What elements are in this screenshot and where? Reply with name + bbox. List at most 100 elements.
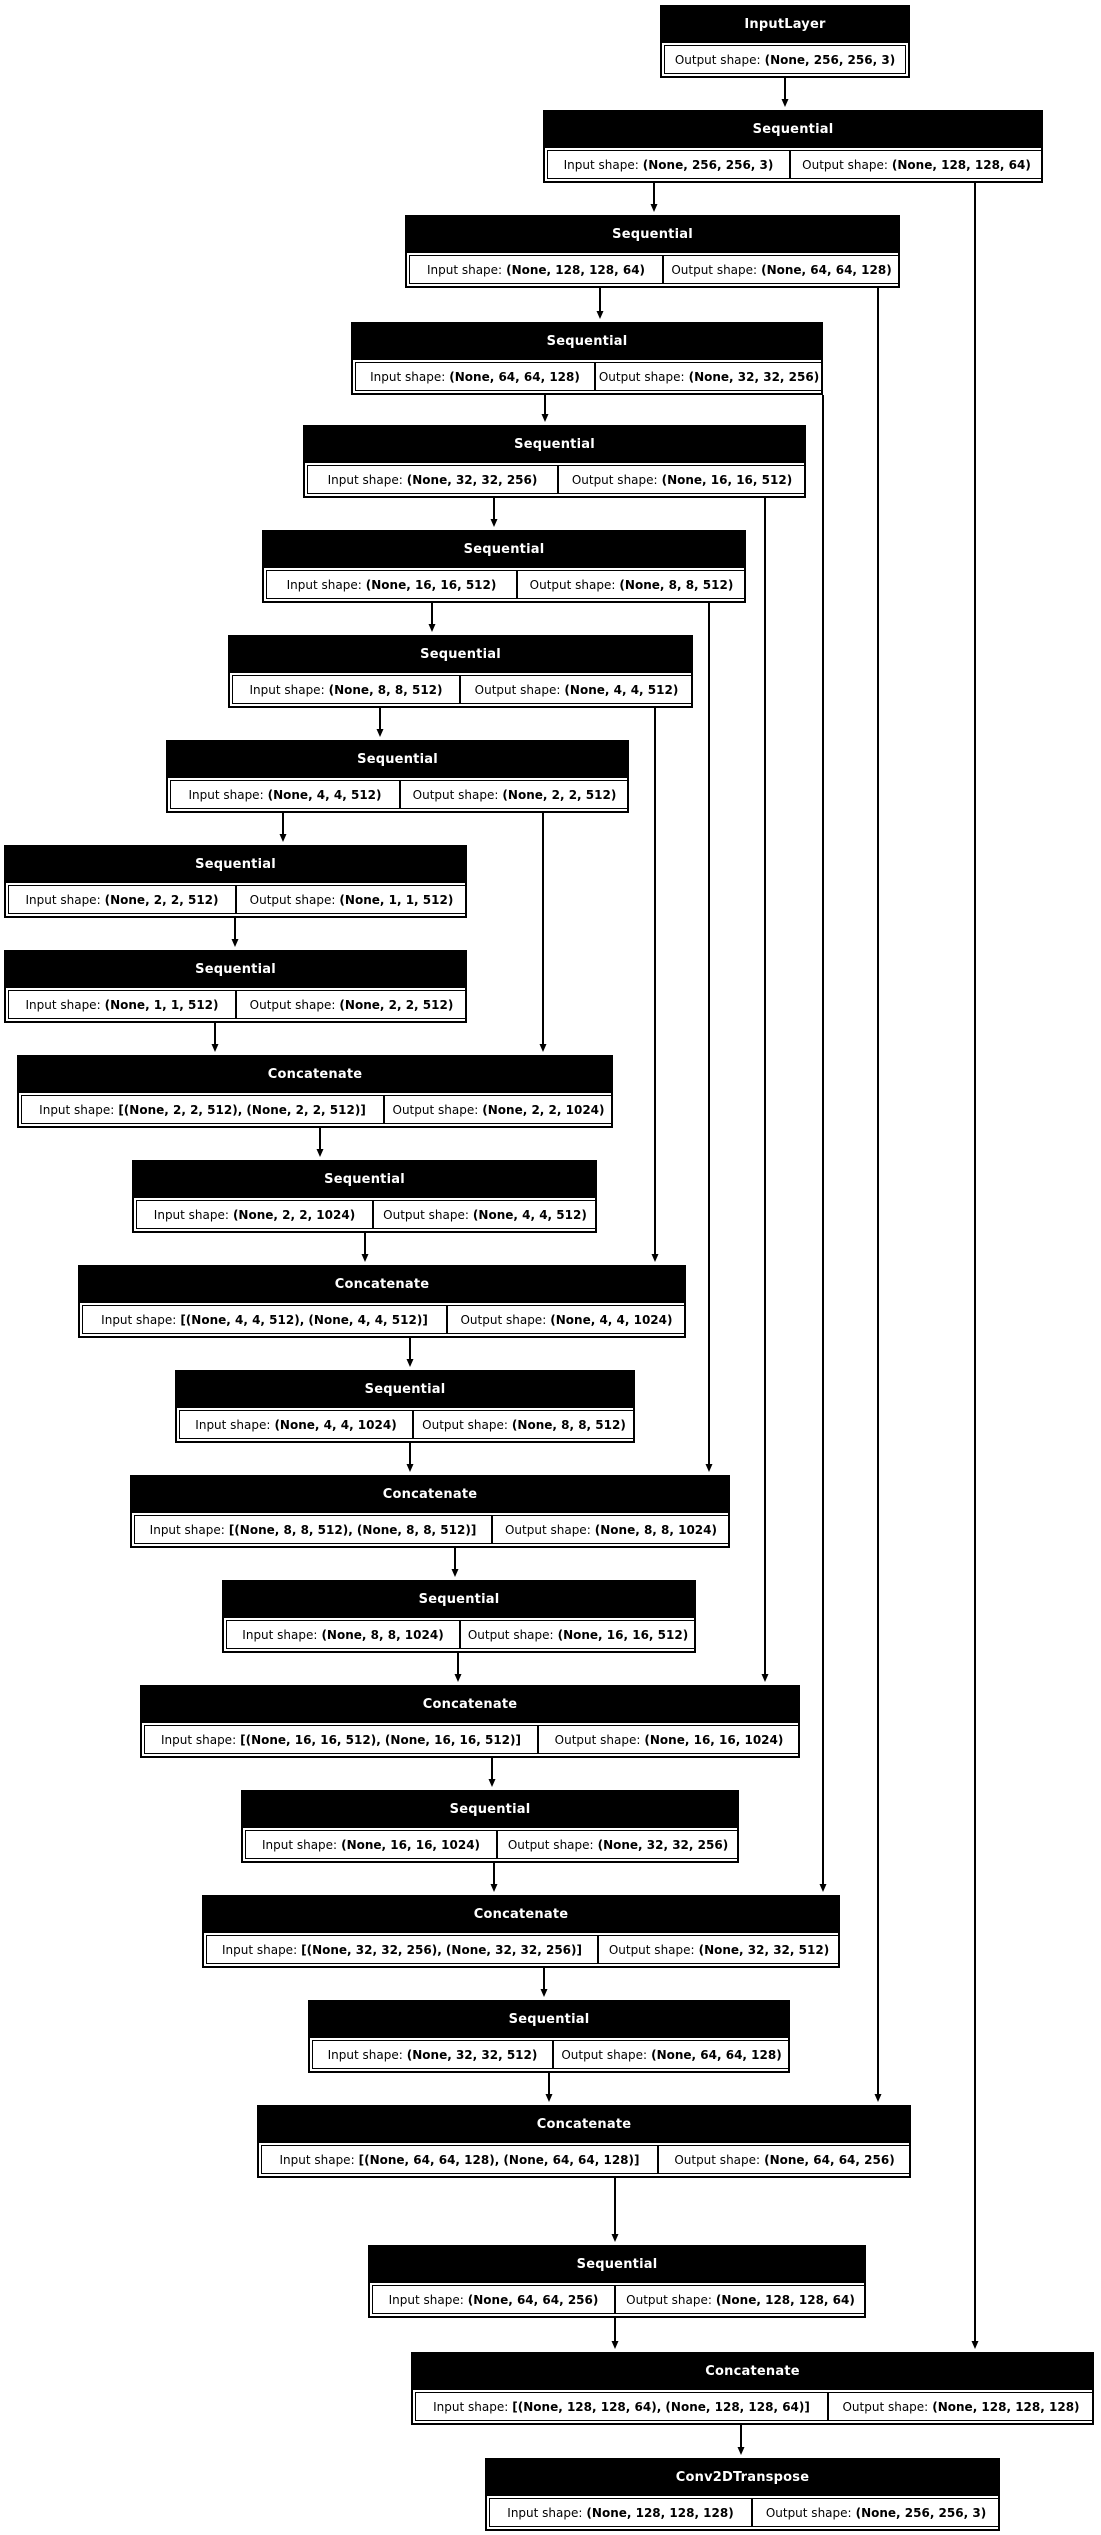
node-output-shape: Output shape:(None, 64, 64, 128) xyxy=(553,2040,788,2069)
node-output-shape-label: Output shape: xyxy=(460,1312,547,1327)
node-title: Concatenate xyxy=(413,2354,1092,2390)
node-output-shape: Output shape:(None, 2, 2, 512) xyxy=(400,780,627,809)
node-input-shape-value: (None, 64, 64, 256) xyxy=(467,2292,599,2307)
node-output-shape-label: Output shape: xyxy=(467,1627,554,1642)
node-output-shape-label: Output shape: xyxy=(422,1417,508,1432)
node-output-shape: Output shape:(None, 128, 128, 64) xyxy=(790,150,1041,179)
node-input-shape: Input shape:[(None, 16, 16, 512), (None,… xyxy=(144,1725,538,1754)
node-shapes: Input shape:[(None, 16, 16, 512), (None,… xyxy=(142,1723,798,1756)
node-output-shape: Output shape:(None, 8, 8, 1024) xyxy=(492,1515,728,1544)
node-input-shape-label: Input shape: xyxy=(507,2505,583,2520)
node-output-shape-label: Output shape: xyxy=(504,1522,591,1537)
node-output-shape: Output shape:(None, 64, 64, 256) xyxy=(658,2145,909,2174)
node-input-shape: Input shape:[(None, 64, 64, 128), (None,… xyxy=(261,2145,658,2174)
node-title: Conv2DTranspose xyxy=(487,2460,998,2496)
node-input-shape: Input shape:[(None, 128, 128, 64), (None… xyxy=(415,2392,828,2421)
node-output-shape: Output shape:(None, 256, 256, 3) xyxy=(664,45,906,74)
node-shapes: Input shape:(None, 256, 256, 3)Output sh… xyxy=(545,148,1041,181)
node-input-shape: Input shape:(None, 8, 8, 1024) xyxy=(226,1620,460,1649)
node-output-shape-label: Output shape: xyxy=(561,2047,648,2062)
node-output-shape-value: (None, 64, 64, 128) xyxy=(761,262,892,277)
node-input-shape-label: Input shape: xyxy=(25,892,101,907)
node-input-shape-label: Input shape: xyxy=(327,2047,403,2062)
node-input-shape: Input shape:(None, 256, 256, 3) xyxy=(547,150,790,179)
node-output-shape: Output shape:(None, 2, 2, 512) xyxy=(236,990,465,1019)
node-input-shape-value: (None, 128, 128, 128) xyxy=(586,2505,734,2520)
node-output-shape: Output shape:(None, 2, 2, 1024) xyxy=(384,1095,611,1124)
node-shapes: Input shape:[(None, 4, 4, 512), (None, 4… xyxy=(80,1303,684,1336)
node-output-shape-value: (None, 4, 4, 512) xyxy=(564,682,679,697)
node-output-shape-label: Output shape: xyxy=(529,577,616,592)
node-output-shape-value: (None, 2, 2, 1024) xyxy=(482,1102,605,1117)
node-input-shape-label: Input shape: xyxy=(221,1942,298,1957)
node-input-shape: Input shape:(None, 128, 128, 128) xyxy=(489,2498,752,2527)
node-title: InputLayer xyxy=(662,7,908,43)
node-title: Sequential xyxy=(177,1372,633,1408)
node-input-shape: Input shape:(None, 1, 1, 512) xyxy=(8,990,236,1019)
node-output-shape-value: (None, 32, 32, 256) xyxy=(688,369,820,384)
node-title: Sequential xyxy=(370,2247,864,2283)
node-title: Sequential xyxy=(134,1162,595,1198)
node-input-shape: Input shape:(None, 64, 64, 256) xyxy=(372,2285,615,2314)
node-output-shape: Output shape:(None, 16, 16, 512) xyxy=(460,1620,694,1649)
node-title: Concatenate xyxy=(204,1897,838,1933)
node-input-shape-value: (None, 16, 16, 1024) xyxy=(341,1837,481,1852)
node-input-shape-label: Input shape: xyxy=(261,1837,338,1852)
node-title: Concatenate xyxy=(259,2107,909,2143)
node-output-shape-label: Output shape: xyxy=(507,1837,594,1852)
node-output-shape-value: (None, 128, 128, 128) xyxy=(932,2399,1080,2414)
node-output-shape-label: Output shape: xyxy=(383,1207,469,1222)
node-input-shape: Input shape:(None, 128, 128, 64) xyxy=(409,255,663,284)
node-input-shape: Input shape:(None, 4, 4, 512) xyxy=(170,780,400,809)
node-input-shape: Input shape:(None, 2, 2, 1024) xyxy=(136,1200,373,1229)
node-output-shape: Output shape:(None, 64, 64, 128) xyxy=(663,255,898,284)
node-input-shape: Input shape:(None, 64, 64, 128) xyxy=(355,362,595,391)
node-input-shape-value: (None, 64, 64, 128) xyxy=(449,369,580,384)
node-output-shape-value: (None, 16, 16, 512) xyxy=(557,1627,689,1642)
node-output-shape: Output shape:(None, 8, 8, 512) xyxy=(413,1410,633,1439)
node-output-shape-label: Output shape: xyxy=(412,787,499,802)
node-input-shape: Input shape:(None, 32, 32, 512) xyxy=(312,2040,553,2069)
node-input-shape: Input shape:(None, 16, 16, 512) xyxy=(266,570,517,599)
node-input-shape-value: (None, 2, 2, 512) xyxy=(104,892,219,907)
node-shapes: Input shape:(None, 2, 2, 512)Output shap… xyxy=(6,883,465,916)
node-output-shape-label: Output shape: xyxy=(802,157,888,172)
node-input-shape-label: Input shape: xyxy=(101,1312,177,1327)
node-output-shape: Output shape:(None, 32, 32, 512) xyxy=(598,1935,838,1964)
node-title: Sequential xyxy=(6,952,465,988)
node-output-shape-value: (None, 256, 256, 3) xyxy=(855,2505,987,2520)
node-output-shape-value: (None, 1, 1, 512) xyxy=(339,892,454,907)
node-title: Sequential xyxy=(168,742,627,778)
node-title: Concatenate xyxy=(142,1687,798,1723)
node-output-shape-label: Output shape: xyxy=(554,1732,641,1747)
node-shapes: Input shape:(None, 16, 16, 1024) Output s… xyxy=(243,1828,737,1861)
node-input-shape-value: (None, 32, 32, 512) xyxy=(406,2047,538,2062)
node-shapes: Input shape:(None, 64, 64, 256)Output sh… xyxy=(370,2283,864,2316)
node-output-shape-label: Output shape: xyxy=(842,2399,929,2414)
node-output-shape: Output shape:(None, 32, 32, 256) xyxy=(497,1830,737,1859)
